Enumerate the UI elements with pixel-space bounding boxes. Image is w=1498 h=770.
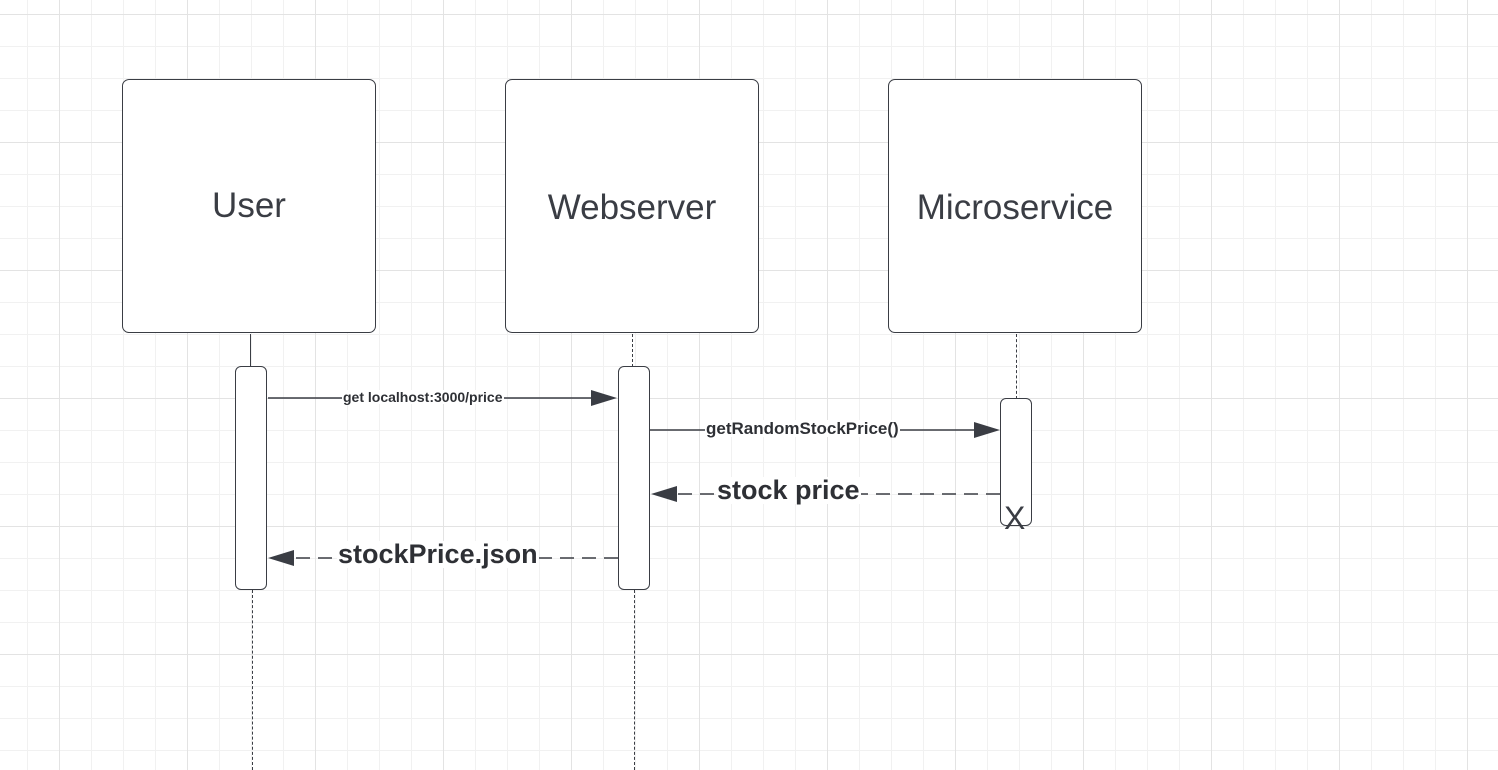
arrowhead-stock-price — [651, 486, 677, 502]
arrowhead-stockprice-json — [268, 550, 294, 566]
webserver-activation-bar[interactable] — [618, 366, 650, 590]
participant-user[interactable]: User — [122, 79, 376, 333]
microservice-activation-bar[interactable] — [1000, 398, 1032, 526]
participant-microservice[interactable]: Microservice — [888, 79, 1142, 333]
participant-user-label: User — [212, 186, 286, 225]
message-label-get-price: get localhost:3000/price — [342, 389, 504, 405]
user-activation-bar[interactable] — [235, 366, 267, 590]
participant-webserver-label: Webserver — [547, 187, 717, 227]
message-label-stockprice-json: stockPrice.json — [337, 539, 539, 569]
user-lifeline-bottom — [252, 590, 253, 770]
participant-microservice-label: Microservice — [916, 187, 1114, 227]
message-label-get-random-stock-price: getRandomStockPrice() — [705, 419, 900, 438]
arrowhead-get-random-stock-price — [974, 422, 1000, 438]
webserver-lifeline-bottom — [634, 590, 635, 770]
participant-webserver[interactable]: Webserver — [505, 79, 759, 333]
arrowhead-get-price — [591, 390, 617, 406]
user-lifeline-top — [250, 334, 251, 367]
webserver-lifeline-top — [632, 334, 633, 367]
destroy-marker: X — [1004, 500, 1026, 536]
message-label-stock-price: stock price — [716, 475, 861, 505]
microservice-lifeline-top — [1016, 334, 1017, 399]
